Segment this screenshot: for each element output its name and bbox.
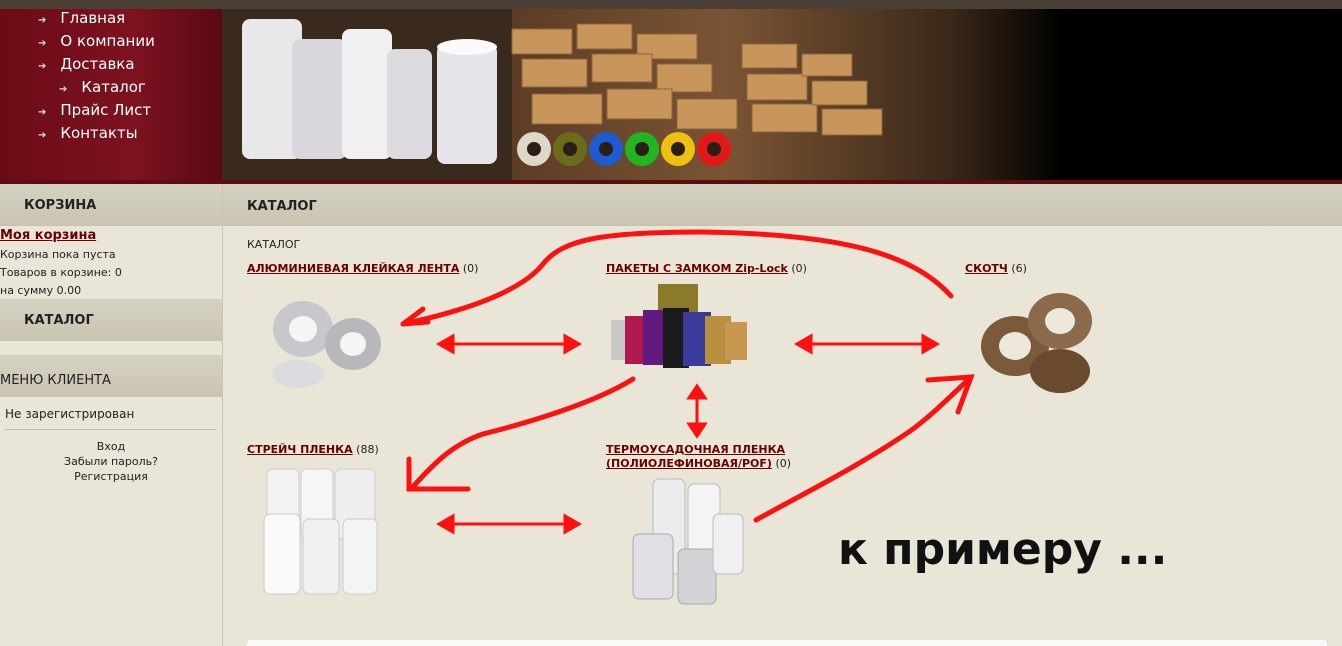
catalog-header: КАТАЛОГ xyxy=(0,299,222,341)
category-item[interactable]: СТРЕЙЧ ПЛЕНКА (88) xyxy=(247,443,379,456)
divider xyxy=(5,429,217,430)
login-link[interactable]: Вход xyxy=(96,440,126,453)
nav-item-label: Каталог xyxy=(81,78,146,96)
nav-item-label: Главная xyxy=(60,9,126,27)
catalog-title: КАТАЛОГ xyxy=(24,313,94,328)
main-nav: ➔Главная ➔О компании ➔Доставка ➔Каталог … xyxy=(0,9,222,180)
ziplock-bags-image[interactable] xyxy=(603,282,753,382)
arrow-icon: ➔ xyxy=(59,84,68,95)
arrow-icon: ➔ xyxy=(38,15,47,26)
arrow-icon: ➔ xyxy=(38,130,47,141)
category-item[interactable]: ТЕРМОУСАДОЧНАЯ ПЛЕНКА (ПОЛИОЛЕФИНОВАЯ/PO… xyxy=(606,443,791,471)
header-banner xyxy=(222,9,1342,180)
cart-header: КОРЗИНА xyxy=(0,184,222,226)
nav-item-home[interactable]: ➔ Главная xyxy=(38,9,125,27)
category-link-line2[interactable]: (ПОЛИОЛЕФИНОВАЯ/POF) xyxy=(606,457,772,470)
banner-image xyxy=(222,9,883,180)
client-menu-title: МЕНЮ КЛИЕНТА xyxy=(0,373,111,388)
category-count: (0) xyxy=(462,262,479,275)
annotation-arrows xyxy=(400,229,975,535)
nav-item-label: Прайс Лист xyxy=(60,101,152,119)
nav-item-contacts[interactable]: ➔ Контакты xyxy=(38,124,138,142)
cart-empty-text: Корзина пока пуста xyxy=(0,248,116,261)
content-box-edge xyxy=(247,640,1327,646)
scotch-tape-image[interactable] xyxy=(975,286,1100,401)
arrow-icon: ➔ xyxy=(38,61,47,72)
register-link[interactable]: Регистрация xyxy=(74,470,148,483)
arrow-icon: ➔ xyxy=(38,107,47,118)
arrow-icon: ➔ xyxy=(38,38,47,49)
category-count: (0) xyxy=(791,262,807,275)
category-count: (88) xyxy=(356,443,379,456)
client-menu-header: МЕНЮ КЛИЕНТА xyxy=(0,355,222,397)
category-item[interactable]: ПАКЕТЫ С ЗАМКОМ Zip-Lock (0) xyxy=(606,262,807,275)
nav-item-label: Контакты xyxy=(60,124,138,142)
category-item[interactable]: СКОТЧ (6) xyxy=(965,262,1027,275)
aluminum-tape-image[interactable] xyxy=(263,289,393,399)
annotation-text: к примеру ... xyxy=(838,524,1168,575)
nav-item-pricelist[interactable]: ➔ Прайс Лист xyxy=(38,101,151,119)
sidebar: КОРЗИНА Моя корзина Корзина пока пуста Т… xyxy=(0,184,223,646)
shrink-film-image[interactable] xyxy=(623,474,748,614)
page-title: КАТАЛОГ xyxy=(247,199,317,214)
category-count: (6) xyxy=(1011,262,1027,275)
cart-title: КОРЗИНА xyxy=(24,198,97,213)
nav-item-about[interactable]: ➔ О компании xyxy=(38,32,155,50)
nav-item-catalog[interactable]: ➔ Каталог xyxy=(59,78,146,96)
header-divider xyxy=(0,180,1342,184)
category-link[interactable]: АЛЮМИНИЕВАЯ КЛЕЙКАЯ ЛЕНТА xyxy=(247,262,460,275)
main-content: КАТАЛОГ КАТАЛОГ АЛЮМИНИЕВАЯ КЛЕЙКАЯ ЛЕНТ… xyxy=(223,184,1342,646)
top-strip xyxy=(0,0,1342,9)
nav-item-label: О компании xyxy=(60,32,155,50)
nav-item-delivery[interactable]: ➔ Доставка xyxy=(38,55,135,73)
cart-sum: на сумму 0.00 xyxy=(0,284,82,297)
stretch-film-image[interactable] xyxy=(259,464,389,604)
breadcrumb: КАТАЛОГ xyxy=(247,238,301,251)
main-header: КАТАЛОГ xyxy=(223,184,1342,226)
category-link[interactable]: ПАКЕТЫ С ЗАМКОМ Zip-Lock xyxy=(606,262,788,275)
nav-item-label: Доставка xyxy=(60,55,135,73)
login-status: Не зарегистрирован xyxy=(5,407,135,421)
my-cart-link[interactable]: Моя корзина xyxy=(0,228,97,243)
category-count: (0) xyxy=(775,457,792,470)
category-link[interactable]: СТРЕЙЧ ПЛЕНКА xyxy=(247,443,353,456)
forgot-password-link[interactable]: Забыли пароль? xyxy=(64,455,158,468)
cart-items-count: Товаров в корзине: 0 xyxy=(0,266,122,279)
category-link[interactable]: СКОТЧ xyxy=(965,262,1008,275)
category-item[interactable]: АЛЮМИНИЕВАЯ КЛЕЙКАЯ ЛЕНТА (0) xyxy=(247,262,478,275)
category-link[interactable]: ТЕРМОУСАДОЧНАЯ ПЛЕНКА xyxy=(606,443,786,456)
